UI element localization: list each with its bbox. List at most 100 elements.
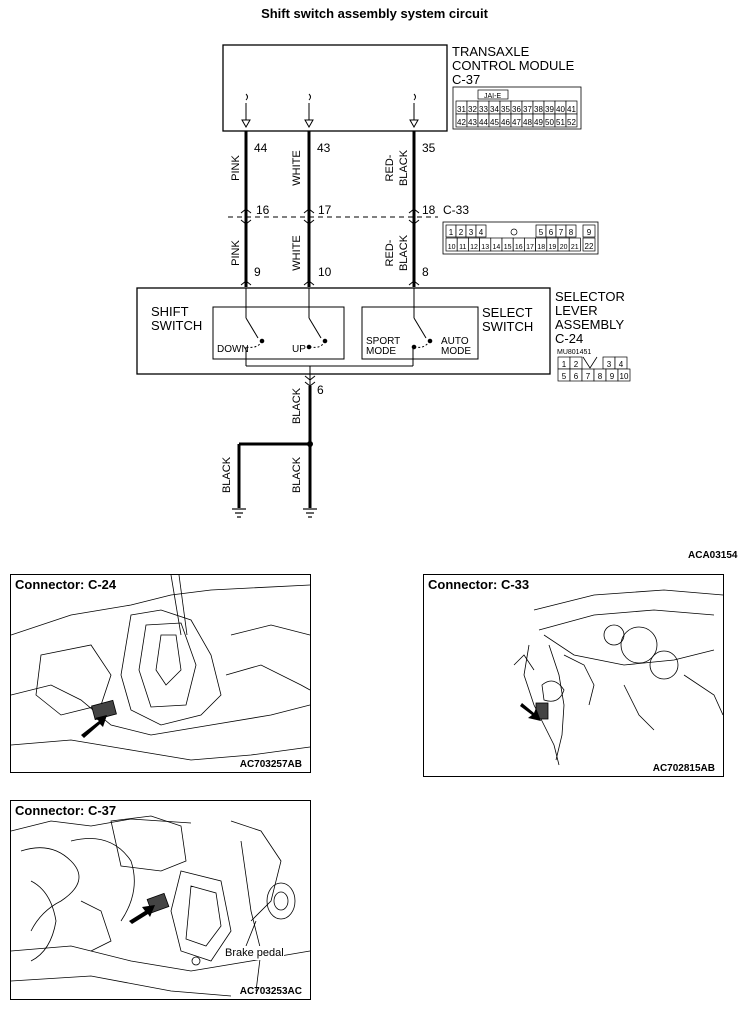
- auto-mode-label-1: AUTO: [441, 336, 469, 347]
- sport-mode-label-2: MODE: [366, 346, 396, 357]
- photo-title-c33: Connector: C-33: [428, 577, 530, 592]
- pin-number: 51: [556, 118, 565, 127]
- sport-mode-label-1: SPORT: [366, 336, 401, 347]
- select-switch-box: [361, 306, 479, 360]
- junction-chevrons: [240, 208, 420, 225]
- pin-number: 22: [585, 242, 594, 251]
- pin-number: 32: [468, 105, 477, 114]
- pin-number: 14: [493, 244, 501, 251]
- ground-label-left: BLACK: [221, 456, 233, 494]
- shift-switch-label-1: SHIFT: [151, 304, 189, 319]
- c37-tag-box: [477, 89, 509, 100]
- pin-number: 45: [490, 118, 499, 127]
- pin-number: 7: [559, 228, 564, 237]
- pin-8: 8: [422, 265, 429, 279]
- pin-35: 35: [422, 141, 436, 155]
- pin-number: 9: [587, 228, 592, 237]
- underdash-sketch-c37: [11, 815, 310, 997]
- pin-number: 36: [512, 105, 521, 114]
- pin-44: 44: [254, 141, 268, 155]
- pin-number: 39: [545, 105, 554, 114]
- select-switch-label-1: SELECT: [482, 305, 533, 320]
- pin-number: 3: [607, 360, 612, 369]
- pin-number: 19: [549, 244, 557, 251]
- pin-number: 35: [501, 105, 510, 114]
- tcm-label-2: CONTROL MODULE: [452, 58, 575, 73]
- pin-18: 18: [422, 203, 436, 217]
- shift-switch-box: [212, 306, 345, 360]
- pin-cell: [568, 237, 581, 252]
- pin-number: 17: [526, 244, 534, 251]
- arrow-icon: [129, 905, 155, 924]
- selector-part-no: MU801451: [557, 349, 592, 356]
- pin-number: 3: [469, 228, 474, 237]
- photo-code-c24: AC703257AB: [239, 759, 302, 770]
- pin-cell: [475, 224, 487, 238]
- tcm-box: [222, 44, 448, 132]
- pin-number: 15: [504, 244, 512, 251]
- photo-title-c37: Connector: C-37: [15, 803, 117, 818]
- pin-number: 18: [537, 244, 545, 251]
- wire-label-redblack-upper-2: BLACK: [398, 149, 410, 187]
- pin-number: 6: [549, 228, 554, 237]
- pin-16: 16: [256, 203, 270, 217]
- pin-6: 6: [317, 383, 324, 397]
- wire-label-redblack-upper-1: RED-: [384, 154, 396, 182]
- pin-number: 33: [479, 105, 488, 114]
- pin-cell: [565, 113, 578, 128]
- pin-number: 6: [574, 372, 579, 381]
- tcm-connector-tag: JAI-E: [484, 93, 502, 100]
- pin-number: 49: [534, 118, 543, 127]
- selector-label-1: SELECTOR: [555, 289, 625, 304]
- pin-number: 41: [567, 105, 576, 114]
- pin-number: 34: [490, 105, 499, 114]
- pin-43: 43: [317, 141, 331, 155]
- pin-number: 5: [562, 372, 567, 381]
- photo-panel-c37: Connector: C-37 Brake pedal AC703253AC: [10, 800, 311, 1000]
- select-switch-label-2: SWITCH: [482, 319, 534, 334]
- wire-label-pink-upper: PINK: [230, 155, 242, 181]
- pin-17: 17: [318, 203, 332, 217]
- tcm-connector: C-37: [452, 72, 481, 87]
- arrow-icon: [81, 715, 107, 738]
- auto-mode-label-2: MODE: [441, 346, 471, 357]
- ground-symbols: [232, 508, 317, 518]
- pin-number: 1: [449, 228, 454, 237]
- selector-label-3: ASSEMBLY: [555, 317, 625, 332]
- dashboard-sketch-c33: [513, 589, 723, 766]
- pin-number: 46: [501, 118, 510, 127]
- wire-label-redblack-lower-2: BLACK: [398, 234, 410, 272]
- c24-key: [582, 356, 598, 369]
- wire-label-pink-lower: PINK: [230, 240, 242, 266]
- pin-number: 10: [620, 372, 629, 381]
- brake-pedal-callout: Brake pedal: [225, 946, 284, 960]
- pin-number: 38: [534, 105, 543, 114]
- photo-title-c24: Connector: C-24: [15, 577, 117, 592]
- pin-number: 48: [523, 118, 532, 127]
- pin-cell: [617, 368, 631, 382]
- photo-panel-c24: Connector: C-24 AC703257AB: [10, 574, 311, 773]
- pin-number: 43: [468, 118, 477, 127]
- pin-number: 31: [457, 105, 466, 114]
- pin-number: 44: [479, 118, 488, 127]
- c33-outline: [442, 221, 599, 255]
- pin-number: 1: [562, 360, 567, 369]
- pin-number: 13: [481, 244, 489, 251]
- pin-number: 21: [571, 244, 579, 251]
- shift-switch-label-2: SWITCH: [151, 318, 203, 333]
- pin-number: 9: [610, 372, 615, 381]
- pin-number: 40: [556, 105, 565, 114]
- pin-cell: [582, 224, 596, 238]
- figure-code: ACA03154: [688, 550, 738, 561]
- arrow-icon: [520, 703, 541, 721]
- pin-9: 9: [254, 265, 261, 279]
- wire-label-white-upper: WHITE: [291, 150, 303, 186]
- selector-label-2: LEVER: [555, 303, 598, 318]
- c33-key: [510, 228, 518, 236]
- pin-number: 5: [539, 228, 544, 237]
- c37-outline: [452, 86, 582, 130]
- up-label: UP: [292, 344, 306, 355]
